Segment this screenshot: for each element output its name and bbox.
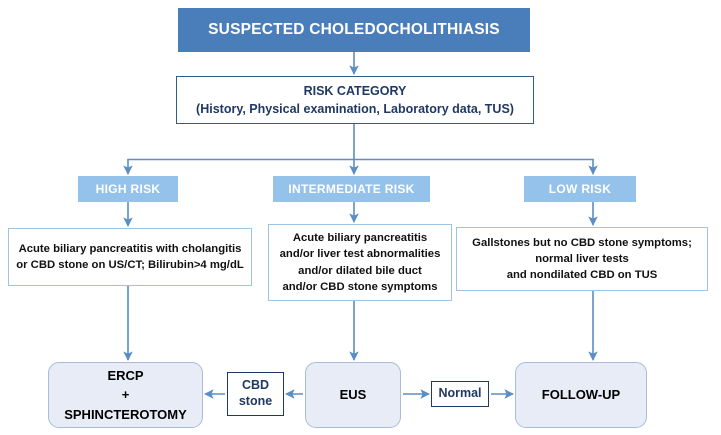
node-low-risk-label: LOW RISK (548, 182, 612, 196)
node-eus: EUS (305, 362, 401, 428)
edge-label-normal-text: Normal (438, 386, 482, 401)
node-intermediate-risk-criteria: Acute biliary pancreatitis and/or liver … (268, 224, 452, 301)
edge-label-cbd-stone: CBD stone (227, 372, 284, 416)
node-title: SUSPECTED CHOLEDOCHOLITHIASIS (178, 8, 530, 52)
edge-label-normal: Normal (431, 381, 489, 407)
node-title-label: SUSPECTED CHOLEDOCHOLITHIASIS (208, 21, 500, 38)
node-ercp-sphincterotomy: ERCP + SPHINCTEROTOMY (48, 362, 203, 428)
node-intermediate-risk-criteria-label: Acute biliary pancreatitis and/or liver … (279, 232, 441, 293)
node-intermediate-risk-label: INTERMEDIATE RISK (288, 182, 415, 196)
node-follow-up: FOLLOW-UP (515, 362, 647, 428)
node-low-risk: LOW RISK (524, 176, 636, 202)
node-high-risk-label: HIGH RISK (95, 182, 161, 196)
node-low-risk-criteria: Gallstones but no CBD stone symptoms; no… (456, 227, 708, 291)
node-risk-category-label: RISK CATEGORY (History, Physical examina… (196, 83, 514, 116)
node-high-risk-criteria-label: Acute biliary pancreatitis with cholangi… (16, 242, 244, 271)
node-ercp-sphincterotomy-label: ERCP + SPHINCTEROTOMY (64, 367, 187, 422)
node-high-risk: HIGH RISK (78, 176, 178, 202)
node-risk-category: RISK CATEGORY (History, Physical examina… (176, 76, 534, 124)
node-follow-up-label: FOLLOW-UP (541, 387, 621, 403)
node-high-risk-criteria: Acute biliary pancreatitis with cholangi… (8, 228, 252, 286)
node-eus-label: EUS (339, 387, 367, 403)
node-low-risk-criteria-label: Gallstones but no CBD stone symptoms; no… (472, 236, 692, 282)
edge-label-cbd-stone-text: CBD stone (238, 378, 273, 408)
node-intermediate-risk: INTERMEDIATE RISK (273, 176, 430, 202)
